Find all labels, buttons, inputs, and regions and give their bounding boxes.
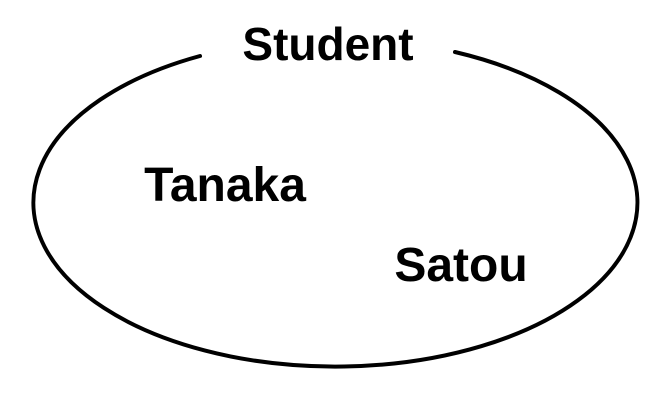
- set-title: Student: [242, 18, 413, 70]
- set-element-tanaka: Tanaka: [144, 159, 306, 212]
- set-element-satou: Satou: [394, 239, 527, 292]
- set-boundary-ellipse: [31, 50, 640, 369]
